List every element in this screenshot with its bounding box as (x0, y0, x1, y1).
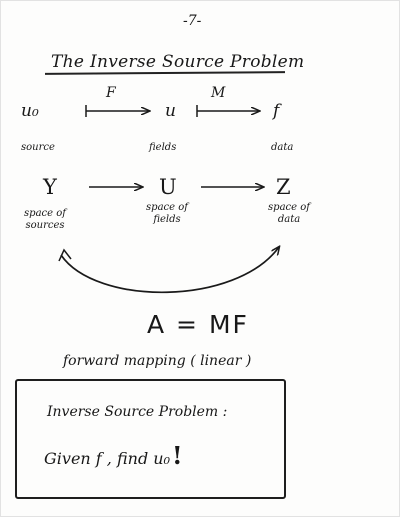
page-title: The Inverse Source Problem (51, 52, 305, 72)
forward-operator-equation: A = MF (147, 310, 249, 339)
arrow-fields-to-data (196, 105, 259, 117)
data-label: data (271, 142, 294, 153)
space-of-data-label: space of data (268, 202, 310, 225)
space-of-fields-symbol: U (159, 175, 177, 199)
problem-statement-box: Inverse Source Problem : Given f , find … (15, 379, 286, 499)
problem-statement-title: Inverse Source Problem : (47, 404, 228, 420)
source-label: source (21, 142, 55, 153)
exclamation-mark: ! (172, 441, 183, 470)
space-of-sources-label: space of sources (24, 208, 66, 231)
space-of-data-symbol: Z (276, 175, 291, 199)
fields-symbol: u (165, 101, 176, 121)
arrow-source-to-fields (85, 105, 149, 117)
page-number: -7- (183, 13, 202, 29)
space-of-fields-label: space of fields (146, 202, 188, 225)
fields-label: fields (149, 142, 177, 153)
measurement-operator-label: M (211, 85, 226, 101)
composite-mapping-arc (60, 247, 279, 294)
composite-mapping-tail (58, 248, 72, 262)
problem-statement-text: Given f , find u₀! (44, 441, 183, 470)
forward-operator-label: F (106, 85, 116, 101)
data-symbol: f (273, 101, 280, 121)
space-of-sources-symbol: Y (43, 175, 57, 199)
forward-mapping-caption: forward mapping ( linear ) (63, 353, 252, 369)
source-symbol: u₀ (21, 101, 39, 121)
